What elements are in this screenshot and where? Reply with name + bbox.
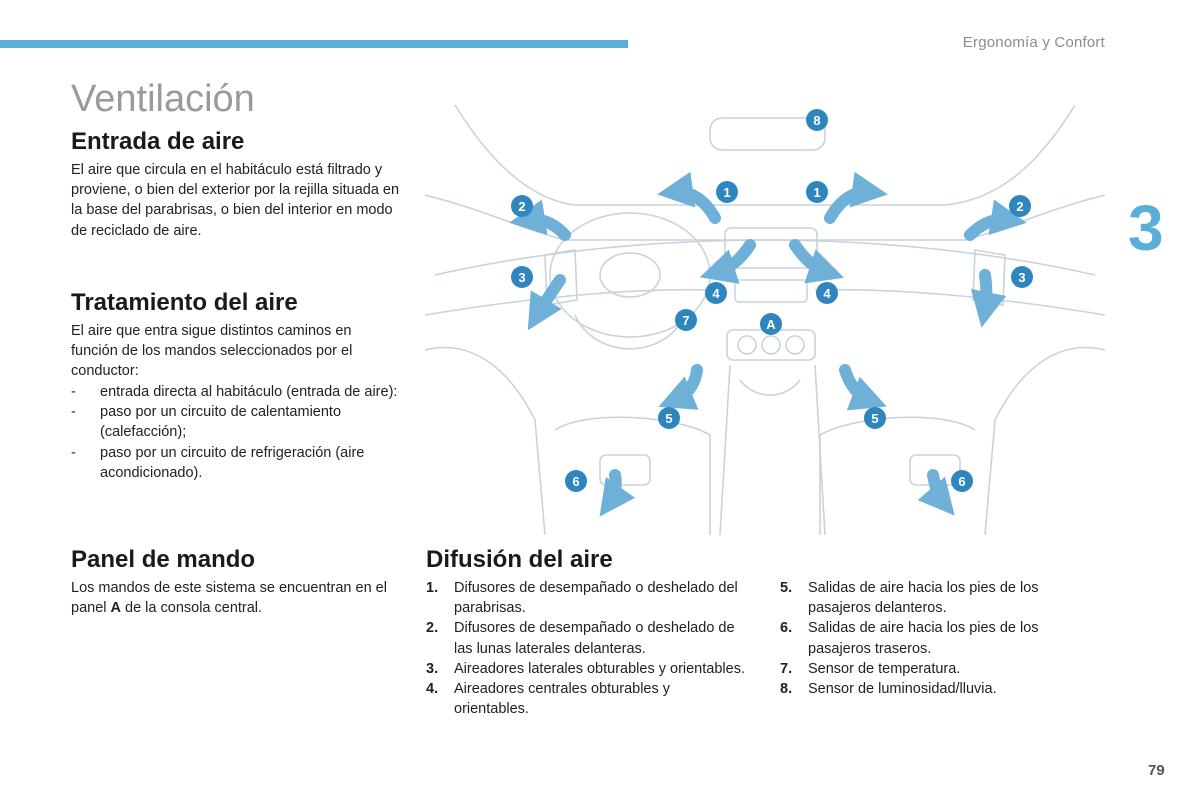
- airflow-arrows: [509, 171, 1027, 517]
- arrow-center-vent-left: [699, 239, 756, 284]
- arrow-side-vent-right: [970, 269, 1007, 328]
- badge-6-right: 6: [951, 470, 973, 492]
- tratamiento-list: -entrada directa al habitáculo (entrada …: [71, 382, 401, 483]
- arrow-feet-rear-right: [917, 469, 955, 516]
- arrow-feet-front-right: [839, 364, 887, 411]
- svg-text:1: 1: [813, 185, 820, 200]
- svg-text:3: 3: [1018, 270, 1025, 285]
- badge-5-right: 5: [864, 407, 886, 429]
- page-number: 79: [1148, 762, 1165, 779]
- svg-text:7: 7: [682, 313, 689, 328]
- arrow-windshield-left: [657, 171, 721, 224]
- list-item: -paso por un circuito de refrigeración (…: [71, 444, 365, 481]
- heading-tratamiento-aire: Tratamiento del aire: [71, 289, 298, 316]
- heading-entrada-aire: Entrada de aire: [71, 128, 245, 155]
- svg-text:4: 4: [712, 286, 720, 301]
- rear-view-mirror: [709, 117, 826, 151]
- heading-panel-mando: Panel de mando: [71, 546, 256, 573]
- center-vents: [724, 227, 818, 269]
- arrow-side-window-right: [964, 199, 1027, 241]
- badge-3-left: 3: [511, 266, 533, 288]
- top-accent-bar: [0, 40, 628, 48]
- svg-text:5: 5: [665, 411, 672, 426]
- difusion-list-right: 5.Salidas de aire hacia los pies de los …: [780, 578, 1080, 699]
- list-item: 4.Aireadores centrales obturables y orie…: [426, 681, 671, 718]
- badge-4-right: 4: [816, 282, 838, 304]
- arrow-feet-front-left: [658, 364, 703, 410]
- heading-difusion-aire: Difusión del aire: [426, 546, 613, 573]
- difusion-list-left: 1.Difusores de desempañado o deshelado d…: [426, 578, 746, 719]
- svg-text:2: 2: [1016, 199, 1023, 214]
- arrow-side-window-left: [509, 199, 571, 241]
- svg-text:1: 1: [723, 185, 730, 200]
- list-item: 8.Sensor de luminosidad/lluvia.: [780, 681, 997, 698]
- list-item: -paso por un circuito de calentamiento (…: [71, 404, 342, 441]
- arrow-windshield-right: [824, 171, 888, 224]
- chapter-number: 3: [1128, 192, 1164, 264]
- badge-8: 8: [806, 109, 828, 131]
- arrow-feet-rear-left: [599, 469, 636, 517]
- badge-2-right: 2: [1009, 195, 1031, 217]
- section-header: Ergonomía y Confort: [962, 34, 1105, 51]
- arrow-center-vent-right: [789, 239, 845, 284]
- svg-text:3: 3: [518, 270, 525, 285]
- badge-7: 7: [675, 309, 697, 331]
- ventilation-diagram: 8 1 1 2 2 3 3 4 4 7 A 5 5 6 6: [425, 104, 1105, 535]
- badge-3-right: 3: [1011, 266, 1033, 288]
- page-title: Ventilación: [71, 78, 255, 120]
- badge-2-left: 2: [511, 195, 533, 217]
- list-item: 5.Salidas de aire hacia los pies de los …: [780, 580, 1039, 617]
- badge-4-left: 4: [705, 282, 727, 304]
- badge-5-left: 5: [658, 407, 680, 429]
- svg-text:4: 4: [823, 286, 831, 301]
- svg-text:A: A: [766, 317, 776, 332]
- badge-6-left: 6: [565, 470, 587, 492]
- entrada-text: El aire que circula en el habitáculo est…: [71, 162, 400, 239]
- badge-1-left: 1: [716, 181, 738, 203]
- svg-text:5: 5: [871, 411, 878, 426]
- list-item: 7.Sensor de temperatura.: [780, 660, 961, 677]
- list-item: 3.Aireadores laterales obturables y orie…: [426, 660, 745, 677]
- svg-text:8: 8: [813, 113, 820, 128]
- svg-text:2: 2: [518, 199, 525, 214]
- badge-A: A: [760, 313, 782, 335]
- list-item: 2.Difusores de desempañado o deshelado d…: [426, 620, 735, 657]
- tratamiento-intro: El aire que entra sigue distintos camino…: [71, 323, 353, 380]
- diagram-badges: 8 1 1 2 2 3 3 4 4 7 A 5 5 6 6: [511, 109, 1033, 492]
- arrow-side-vent-left: [527, 274, 566, 331]
- svg-text:6: 6: [958, 474, 965, 489]
- list-item: 1.Difusores de desempañado o deshelado d…: [426, 580, 738, 617]
- list-item: 6.Salidas de aire hacia los pies de los …: [780, 620, 1039, 657]
- svg-text:6: 6: [572, 474, 579, 489]
- panel-text: Los mandos de este sistema se encuentran…: [71, 580, 387, 617]
- list-item: -entrada directa al habitáculo (entrada …: [71, 384, 398, 400]
- badge-1-right: 1: [806, 181, 828, 203]
